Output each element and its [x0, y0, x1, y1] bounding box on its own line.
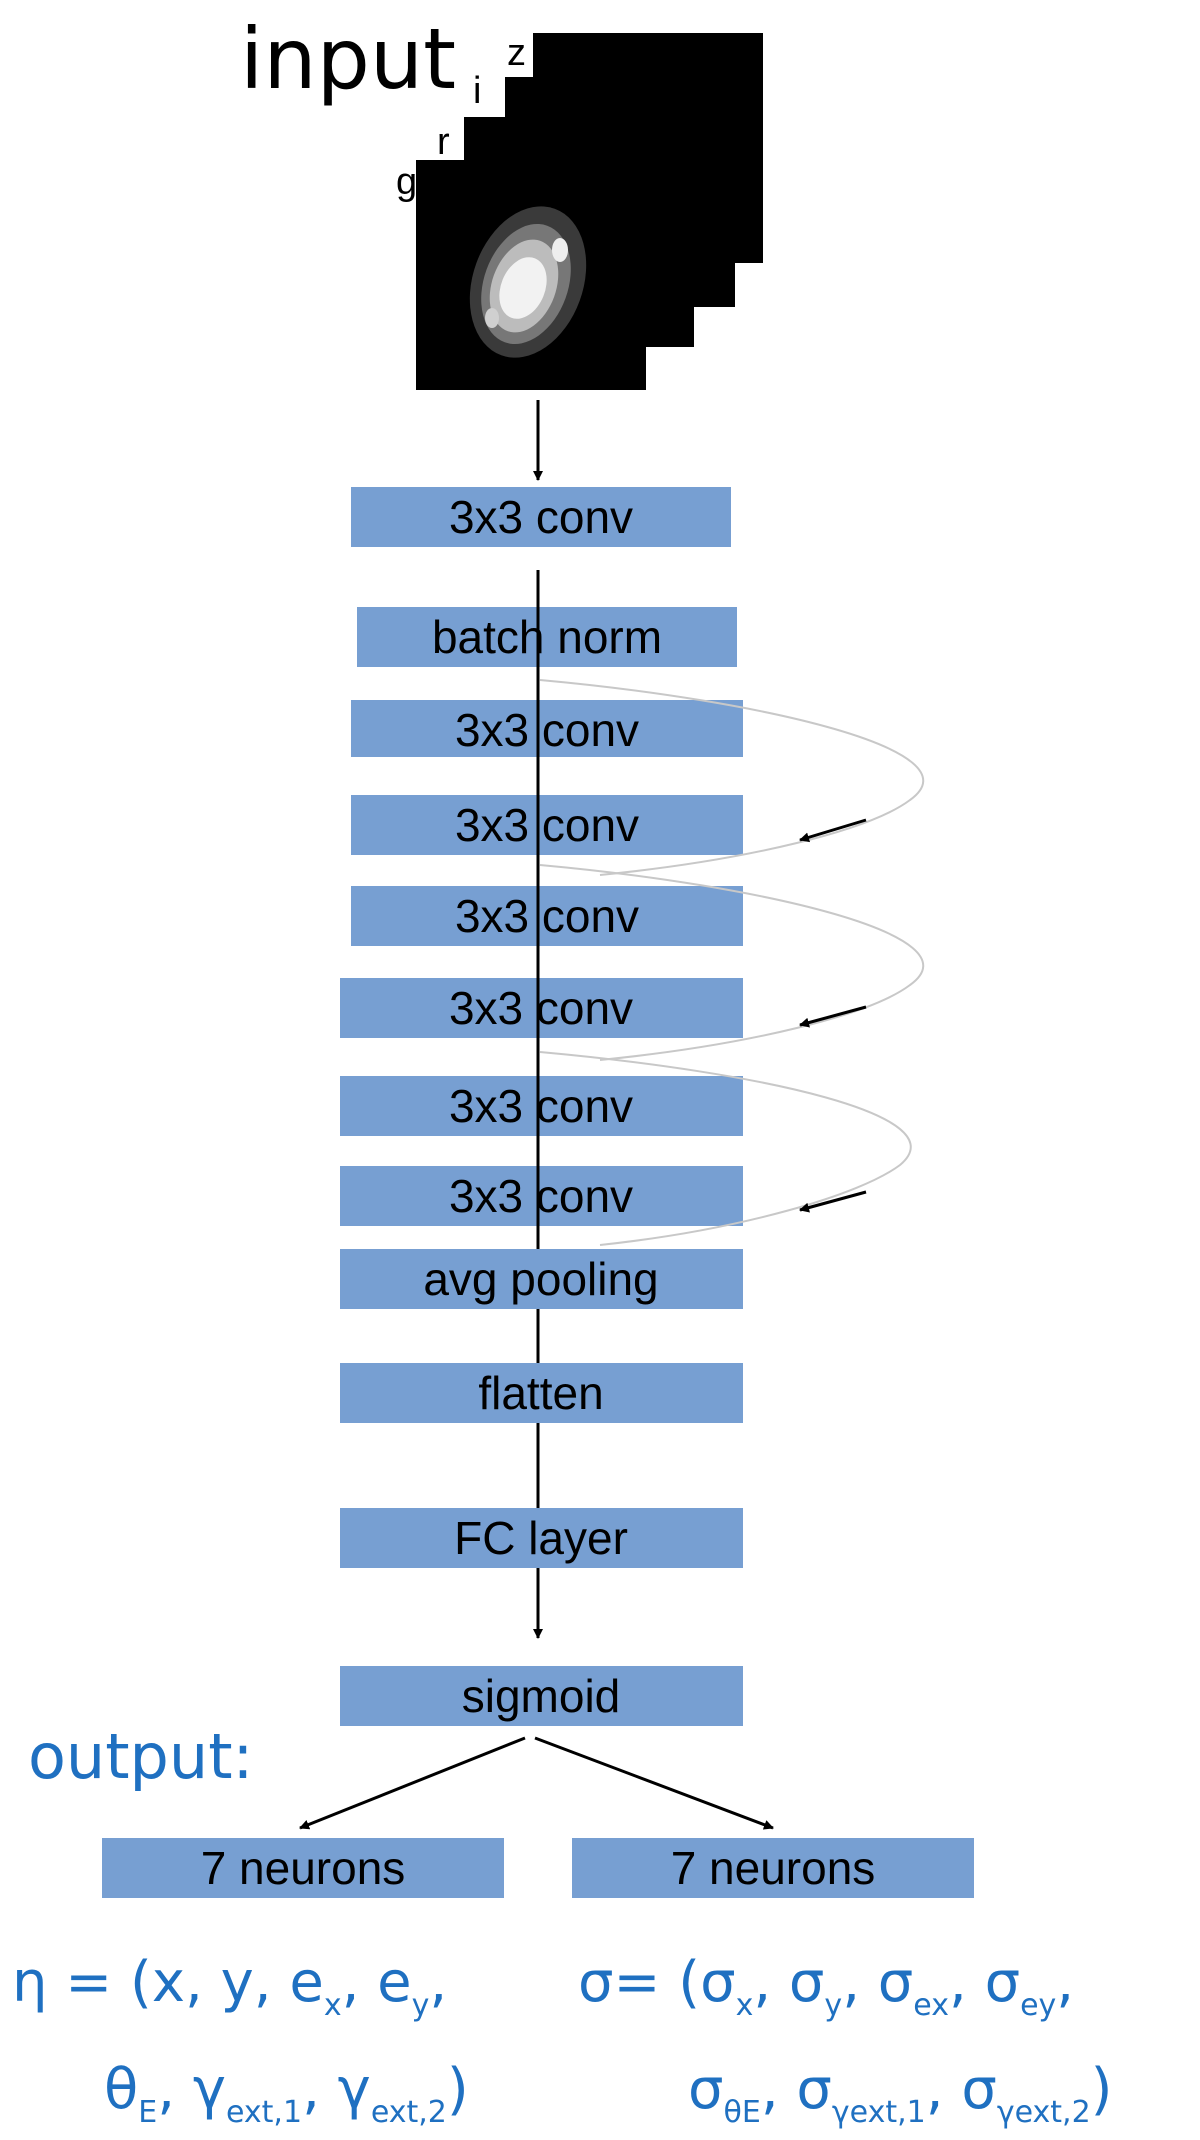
layer-flatten-label: flatten: [478, 1367, 603, 1419]
skip-arrow-1: [799, 818, 867, 843]
layer-conv-3: 3x3 conv: [351, 795, 743, 855]
skip-arrow-2: [799, 1005, 867, 1028]
layer-conv-1-label: 3x3 conv: [449, 491, 633, 543]
layer-sigmoid-label: sigmoid: [462, 1670, 621, 1722]
layer-flatten: flatten: [340, 1363, 743, 1423]
eta-formula-line-2: θE, γext,1, γext,2): [104, 2057, 469, 2130]
channel-label-r: r: [437, 121, 450, 163]
eta-formula-line-1: η = (x, y, ex, ey,: [12, 1950, 447, 2023]
sigma-formula-line-2: σθE, σγext,1, σγext,2): [688, 2057, 1113, 2130]
layer-stack: 3x3 conv batch norm 3x3 conv 3x3 conv 3x…: [340, 487, 743, 1726]
output-head-eta-label: 7 neurons: [201, 1842, 406, 1894]
layer-conv-4: 3x3 conv: [351, 886, 743, 946]
channel-label-i: i: [473, 70, 481, 112]
skip-curve-2: [539, 864, 925, 1061]
galaxy-blob: [469, 206, 587, 358]
output-head-eta: 7 neurons: [102, 1838, 504, 1898]
output-head-sigma-label: 7 neurons: [671, 1842, 876, 1894]
layer-conv-2-label: 3x3 conv: [455, 704, 639, 756]
skip-connections: [539, 679, 925, 1246]
layer-conv-4-label: 3x3 conv: [455, 890, 639, 942]
layer-conv-5-label: 3x3 conv: [449, 982, 633, 1034]
layer-conv-1: 3x3 conv: [351, 487, 731, 547]
layer-sigmoid: sigmoid: [340, 1666, 743, 1726]
channel-label-z: z: [507, 32, 526, 74]
layer-fc: FC layer: [340, 1508, 743, 1568]
layer-conv-7-label: 3x3 conv: [449, 1170, 633, 1222]
layer-avg-pooling: avg pooling: [340, 1249, 743, 1309]
arrow-sigmoid-to-eta: [299, 1736, 526, 1830]
layer-avg-pooling-label: avg pooling: [423, 1253, 658, 1305]
skip-curve-1: [539, 679, 925, 876]
skip-curve-3: [539, 1051, 912, 1246]
layer-conv-3-label: 3x3 conv: [455, 799, 639, 851]
channel-label-g: g: [396, 161, 417, 203]
layer-conv-2: 3x3 conv: [351, 700, 743, 757]
sigma-formula-line-1: σ= (σx, σy, σex, σey,: [578, 1950, 1074, 2023]
arrow-sigmoid-to-sigma: [534, 1736, 774, 1830]
layer-conv-7: 3x3 conv: [340, 1166, 743, 1226]
input-title: input: [240, 10, 456, 108]
layer-conv-6-label: 3x3 conv: [449, 1080, 633, 1132]
output-head-sigma-box: [572, 1838, 974, 1898]
layer-conv-6: 3x3 conv: [340, 1076, 743, 1136]
input-image-stack: input g r i z: [240, 10, 763, 390]
skip-arrow-3: [799, 1190, 867, 1213]
layer-conv-5: 3x3 conv: [340, 978, 743, 1038]
output-head-eta-box: [102, 1838, 504, 1898]
output-label: output:: [28, 1720, 253, 1793]
layer-batch-norm-label: batch norm: [432, 611, 662, 663]
layer-fc-label: FC layer: [454, 1512, 628, 1564]
output-head-sigma: 7 neurons: [572, 1838, 974, 1898]
layer-batch-norm: batch norm: [357, 607, 737, 667]
